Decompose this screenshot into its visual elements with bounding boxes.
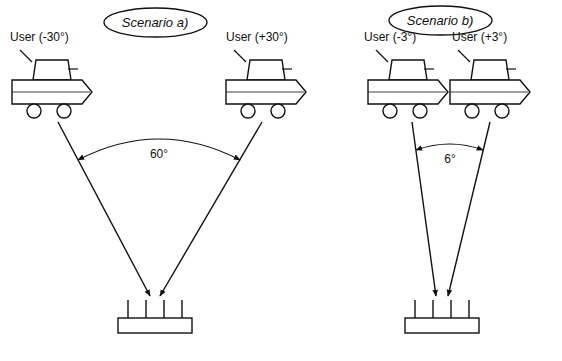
vehicle <box>450 50 530 118</box>
user-label: User (-3°) <box>364 30 416 44</box>
scenario-title: Scenario a) <box>103 15 208 30</box>
angle-label: 60° <box>150 147 168 161</box>
antenna-array <box>118 300 192 333</box>
angle-label: 6° <box>444 152 455 166</box>
scenario-title: Scenario b) <box>388 13 493 28</box>
user-label: User (-30°) <box>10 30 69 44</box>
vehicle <box>368 50 448 118</box>
angle-arc <box>416 144 483 150</box>
antenna-array <box>405 300 479 333</box>
user-label: User (+3°) <box>452 30 507 44</box>
vehicle <box>226 50 306 118</box>
signal-arrow <box>448 122 490 296</box>
user-label: User (+30°) <box>226 30 288 44</box>
scenario-ellipse: Scenario a) <box>103 7 208 38</box>
vehicle <box>12 50 92 118</box>
angle-arc <box>78 139 240 160</box>
